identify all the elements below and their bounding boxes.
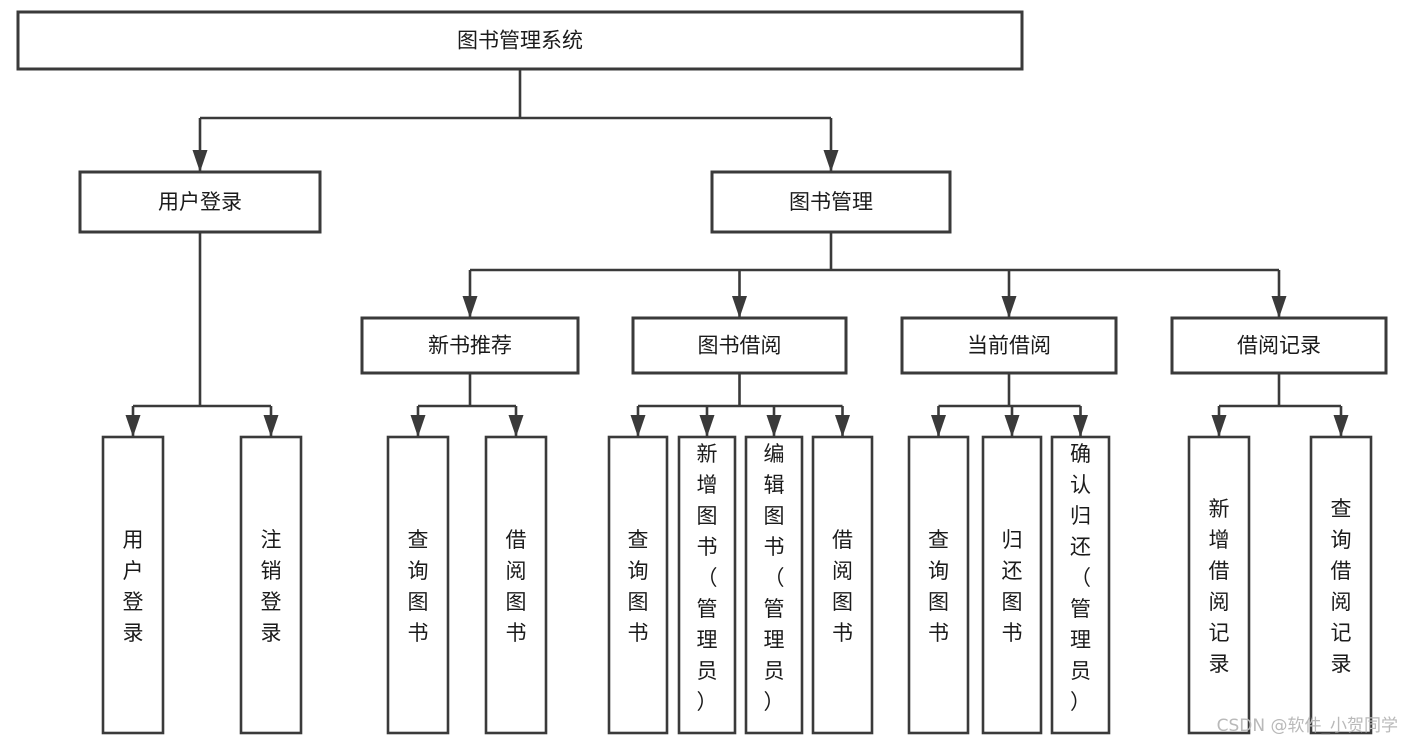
node-book-manage[interactable]: 图书管理 bbox=[710, 170, 952, 234]
node-leaf-borrow-book-2[interactable]: 借阅图书 bbox=[811, 435, 874, 735]
node-box[interactable] bbox=[1187, 435, 1251, 735]
node-label: 查询图书 bbox=[628, 528, 649, 645]
node-label: 查询图书 bbox=[408, 528, 429, 645]
node-book-borrow[interactable]: 图书借阅 bbox=[631, 316, 848, 375]
node-leaf-add-book[interactable]: 新增图书（管理员） bbox=[677, 435, 737, 735]
node-borrow-record[interactable]: 借阅记录 bbox=[1170, 316, 1388, 375]
node-leaf-user-login[interactable]: 用户登录 bbox=[101, 435, 165, 735]
node-new-book-recommend[interactable]: 新书推荐 bbox=[360, 316, 580, 375]
node-label: 新增图书（管理员） bbox=[697, 442, 718, 714]
node-box[interactable] bbox=[981, 435, 1043, 735]
node-box[interactable] bbox=[1170, 316, 1388, 375]
arrow-head-icon bbox=[699, 415, 715, 437]
node-box[interactable] bbox=[360, 316, 580, 375]
node-label: 确认归还（管理员） bbox=[1070, 442, 1091, 714]
node-label: 借阅图书 bbox=[832, 528, 853, 645]
node-label: 当前借阅 bbox=[967, 334, 1051, 358]
node-leaf-query-record[interactable]: 查询借阅记录 bbox=[1309, 435, 1373, 735]
node-label: 图书管理 bbox=[789, 190, 873, 214]
node-box[interactable] bbox=[101, 435, 165, 735]
arrow-head-icon bbox=[732, 296, 747, 318]
node-box[interactable] bbox=[811, 435, 874, 735]
arrow-head-icon bbox=[1211, 415, 1227, 437]
arrow-head-icon bbox=[1001, 296, 1017, 318]
node-box[interactable] bbox=[1050, 435, 1111, 735]
node-leaf-borrow-book-1[interactable]: 借阅图书 bbox=[484, 435, 548, 735]
node-leaf-return-book[interactable]: 归还图书 bbox=[981, 435, 1043, 735]
node-layer: 图书管理系统用户登录图书管理新书推荐图书借阅当前借阅借阅记录用户登录注销登录查询… bbox=[16, 10, 1388, 735]
arrow-head-icon bbox=[410, 415, 426, 437]
arrow-head-icon bbox=[462, 296, 478, 318]
arrow-head-icon bbox=[192, 150, 208, 172]
node-label: 新增借阅记录 bbox=[1209, 497, 1230, 676]
arrow-head-icon bbox=[1004, 415, 1020, 437]
node-box[interactable] bbox=[710, 170, 952, 234]
arrow-head-icon bbox=[766, 415, 782, 437]
node-user-login[interactable]: 用户登录 bbox=[78, 170, 322, 234]
node-label: 借阅记录 bbox=[1237, 334, 1321, 358]
node-box[interactable] bbox=[484, 435, 548, 735]
node-leaf-logout[interactable]: 注销登录 bbox=[239, 435, 303, 735]
node-box[interactable] bbox=[607, 435, 669, 735]
arrow-head-icon bbox=[1333, 415, 1349, 437]
connector-layer bbox=[125, 69, 1349, 437]
node-label: 用户登录 bbox=[158, 190, 242, 214]
node-box[interactable] bbox=[631, 316, 848, 375]
arrow-head-icon bbox=[630, 415, 646, 437]
node-label: 用户登录 bbox=[123, 528, 144, 645]
node-label: 编辑图书（管理员） bbox=[764, 442, 785, 714]
node-label: 图书管理系统 bbox=[457, 29, 583, 53]
node-box[interactable] bbox=[907, 435, 970, 735]
node-root[interactable]: 图书管理系统 bbox=[16, 10, 1024, 71]
arrow-head-icon bbox=[508, 415, 524, 437]
node-current-borrow[interactable]: 当前借阅 bbox=[900, 316, 1118, 375]
node-box[interactable] bbox=[1309, 435, 1373, 735]
node-leaf-query-book-1[interactable]: 查询图书 bbox=[386, 435, 450, 735]
node-label: 查询借阅记录 bbox=[1331, 497, 1352, 676]
node-leaf-query-book-2[interactable]: 查询图书 bbox=[607, 435, 669, 735]
csdn-watermark: CSDN @软件_小贺同学 bbox=[1217, 716, 1398, 736]
node-leaf-add-record[interactable]: 新增借阅记录 bbox=[1187, 435, 1251, 735]
node-box[interactable] bbox=[239, 435, 303, 735]
arrow-head-icon bbox=[125, 415, 141, 437]
node-box[interactable] bbox=[677, 435, 737, 735]
node-box[interactable] bbox=[900, 316, 1118, 375]
node-label: 图书借阅 bbox=[698, 334, 782, 358]
node-leaf-edit-book[interactable]: 编辑图书（管理员） bbox=[744, 435, 804, 735]
arrow-head-icon bbox=[823, 150, 839, 172]
node-box[interactable] bbox=[386, 435, 450, 735]
node-box[interactable] bbox=[78, 170, 322, 234]
arrow-head-icon bbox=[931, 415, 946, 437]
arrow-head-icon bbox=[1073, 415, 1088, 437]
node-label: 注销登录 bbox=[261, 528, 282, 645]
node-label: 归还图书 bbox=[1002, 528, 1023, 645]
arrow-head-icon bbox=[835, 415, 850, 437]
arrow-head-icon bbox=[1271, 296, 1287, 318]
arrow-head-icon bbox=[263, 415, 279, 437]
node-leaf-query-book-3[interactable]: 查询图书 bbox=[907, 435, 970, 735]
node-box[interactable] bbox=[16, 10, 1024, 71]
node-label: 查询图书 bbox=[928, 528, 949, 645]
node-box[interactable] bbox=[744, 435, 804, 735]
node-label: 借阅图书 bbox=[506, 528, 527, 645]
node-leaf-confirm-return[interactable]: 确认归还（管理员） bbox=[1050, 435, 1111, 735]
node-label: 新书推荐 bbox=[428, 334, 512, 358]
